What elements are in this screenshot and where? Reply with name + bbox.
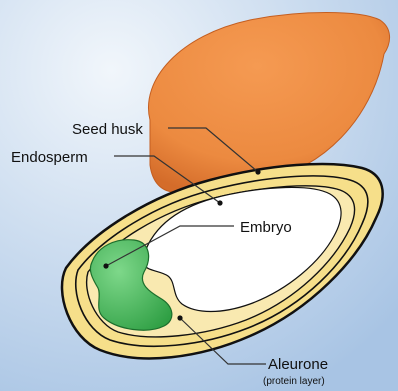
endosperm-dot [217, 200, 222, 205]
aleurone-note: (protein layer) [263, 376, 325, 387]
seed-husk-dot [255, 169, 260, 174]
embryo-dot [103, 263, 108, 268]
embryo-label: Embryo [240, 219, 292, 236]
seed-husk-label: Seed husk [72, 121, 143, 138]
endosperm-label: Endosperm [11, 149, 88, 166]
aleurone-label: Aleurone [268, 356, 328, 373]
aleurone-dot [177, 315, 182, 320]
